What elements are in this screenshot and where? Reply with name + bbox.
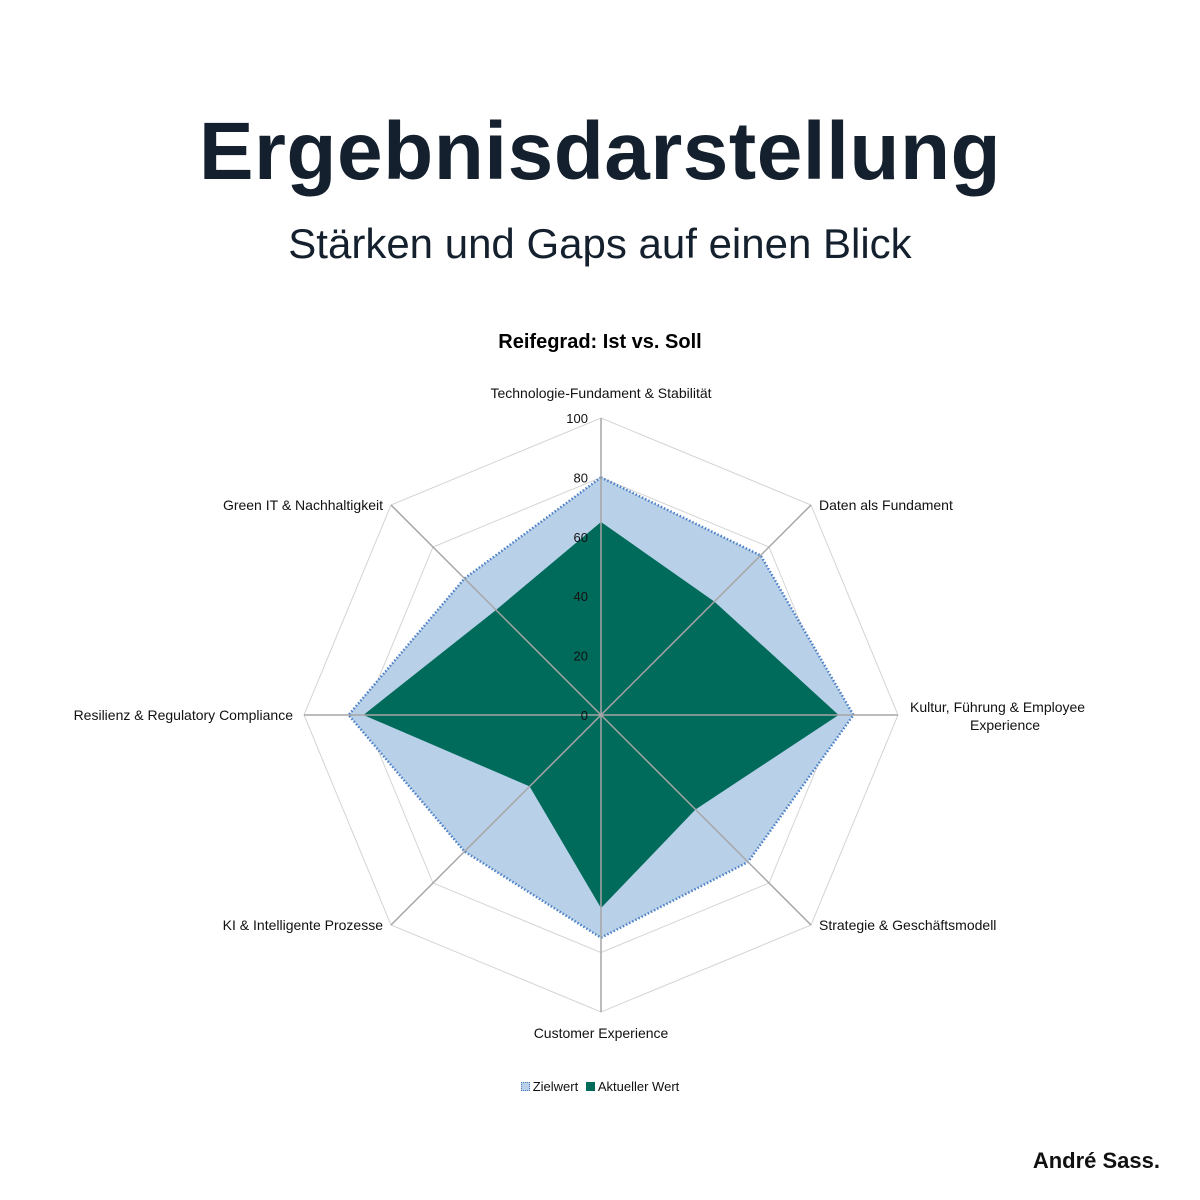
legend-swatch-zielwert	[520, 1082, 530, 1091]
page-title: Ergebnisdarstellung	[198, 106, 1002, 197]
axis-label: Technologie-Fundament & Stabilität	[490, 385, 711, 401]
author-signature: André Sass.	[1032, 1148, 1160, 1173]
axis-label: Customer Experience	[534, 1025, 669, 1041]
legend-label: Zielwert	[532, 1079, 579, 1094]
legend-item-zielwert: Zielwert	[520, 1079, 579, 1094]
axis-label: Strategie & Geschäftsmodell	[819, 917, 996, 933]
axis-line	[390, 714, 602, 926]
tick-label: 0	[581, 708, 588, 723]
legend-item-aktueller-wert: Aktueller Wert	[585, 1079, 680, 1094]
chart-title: Reifegrad: Ist vs. Soll	[498, 331, 702, 353]
axis-label: Green IT & Nachhaltigkeit	[223, 497, 383, 513]
tick-label: 40	[574, 589, 588, 604]
chart-legend: Zielwert Aktueller Wert	[0, 1079, 1200, 1094]
axis-label: KI & Intelligente Prozesse	[223, 917, 384, 933]
axis-label: Daten als Fundament	[819, 497, 953, 513]
tick-label: 20	[574, 649, 588, 664]
axis-line	[600, 714, 812, 926]
page-subtitle: Stärken und Gaps auf einen Blick	[288, 220, 912, 267]
axis-line	[390, 504, 602, 716]
tick-label: 60	[574, 530, 588, 545]
tick-label: 100	[566, 411, 588, 426]
tick-label: 80	[574, 470, 588, 485]
legend-label: Aktueller Wert	[597, 1079, 680, 1094]
axis-line	[600, 504, 812, 716]
legend-swatch-aktueller-wert	[585, 1082, 595, 1091]
axis-label: Resilienz & Regulatory Compliance	[74, 707, 294, 723]
